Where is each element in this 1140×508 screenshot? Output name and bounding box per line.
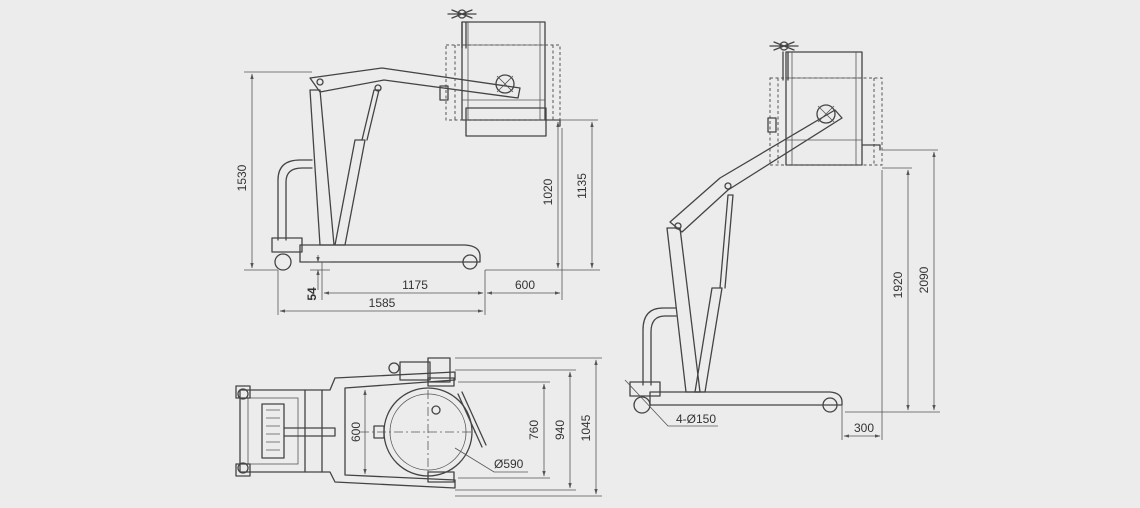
dim-lifted-total-height: 2090 [917,266,931,293]
dim-lifted-front: 300 [854,421,874,435]
dim-side-fork-height: 1135 [575,173,589,199]
lifted-view-dimensions: 1920 2090 300 4-Ø150 [676,149,940,440]
side-view-lowered [271,9,561,271]
dim-side-leg-height: 54 [305,287,319,301]
top-view-dimensions: 600 760 940 1045 Ø590 [349,357,602,497]
side-view-lifted [624,41,883,427]
dim-side-height-total: 1530 [235,164,249,191]
dim-top-drum-diameter: Ø590 [494,457,524,471]
side-view-dimensions: 1530 1020 1135 1175 600 54 1585 [235,71,600,315]
dim-lifted-wheels: 4-Ø150 [676,412,716,426]
top-view [235,357,528,489]
dim-side-overhang: 600 [515,278,535,292]
dim-top-frame-width: 940 [553,420,567,440]
dim-lifted-reach: 1920 [891,271,905,298]
dim-top-outer-width: 760 [527,420,541,440]
dim-side-reach: 1020 [541,178,555,205]
dim-top-clamp-width: 600 [349,422,363,442]
dim-side-base-length: 1175 [402,278,428,292]
dim-top-total-width: 1045 [579,414,593,441]
dim-side-total-length: 1585 [369,296,396,310]
